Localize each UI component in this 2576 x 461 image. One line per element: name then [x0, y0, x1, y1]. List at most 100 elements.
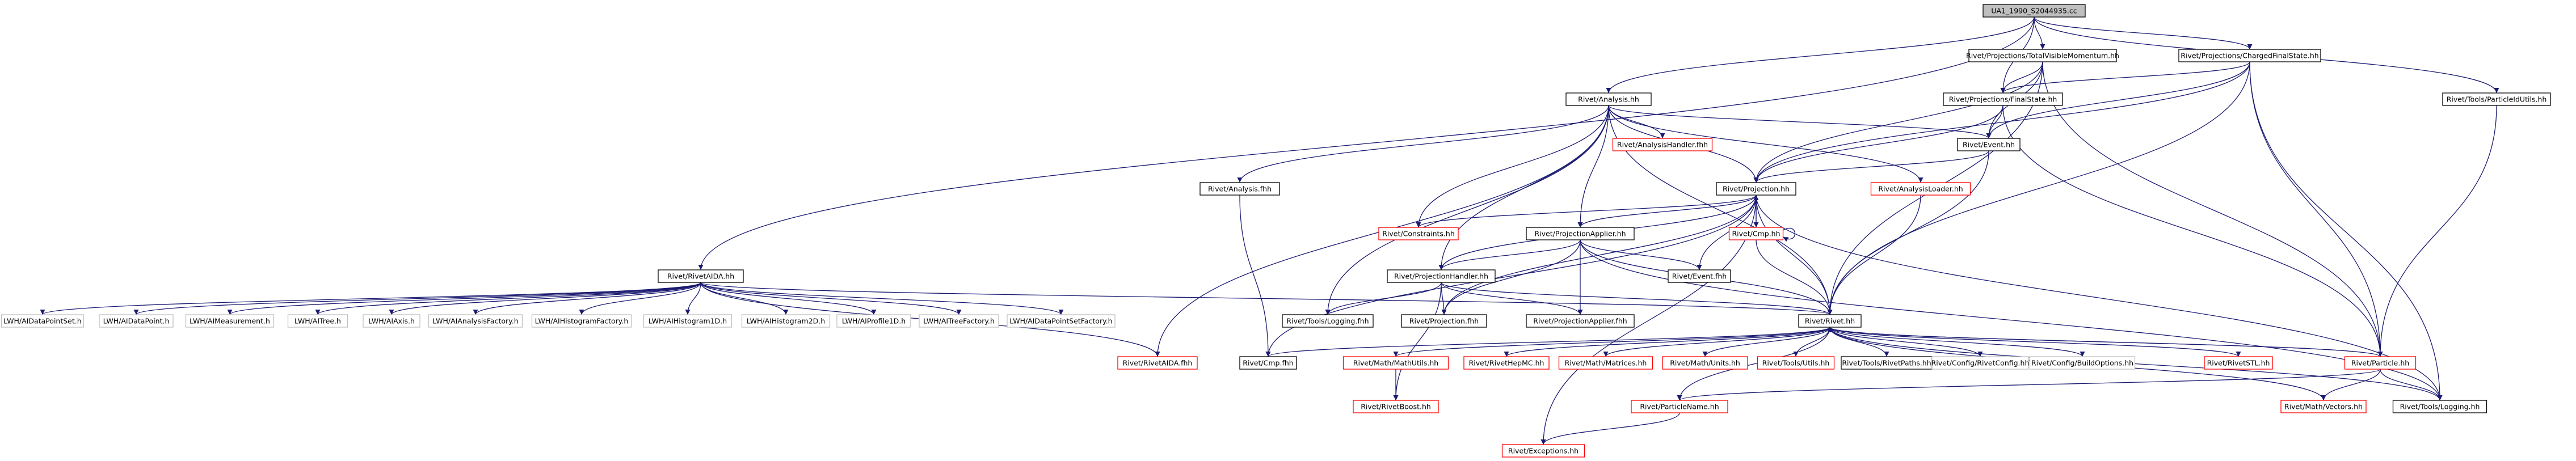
node-box [1757, 356, 1835, 370]
node-label: Rivet/Exceptions.hh [1508, 447, 1579, 455]
node-projfhh[interactable]: Rivet/Projection.fhh [1401, 314, 1487, 328]
node-hepmc[interactable]: Rivet/RivetHepMC.hh [1463, 356, 1550, 370]
edge-cfs-to-event [1986, 61, 2250, 139]
node-ahandler[interactable]: Rivet/AnalysisHandler.fhh [1612, 138, 1713, 151]
node-label: Rivet/RivetHepMC.hh [1469, 359, 1544, 367]
edge-tvm-to-particle [2042, 61, 2383, 357]
node-logging[interactable]: Rivet/Tools/Logging.hh [2392, 400, 2487, 413]
edge-root-to-raida [698, 16, 2035, 270]
node-cmphh[interactable]: Rivet/Cmp.hh [1728, 227, 1784, 240]
edge-tvm-to-fs [2000, 61, 2043, 94]
node-lw_meas[interactable]: LWH/AIMeasurement.h [185, 314, 275, 328]
node-phandler[interactable]: Rivet/ProjectionHandler.hh [1387, 269, 1496, 283]
node-rconfig[interactable]: Rivet/Config/RivetConfig.hh [1931, 356, 2030, 370]
node-label: LWH/AITreeFactory.h [923, 317, 995, 325]
node-pname[interactable]: Rivet/ParticleName.hh [1631, 400, 1728, 413]
node-constraints[interactable]: Rivet/Constraints.hh [1378, 227, 1459, 240]
node-proj[interactable]: Rivet/Projection.hh [1716, 182, 1796, 196]
edge-tvm-to-proj [1753, 61, 2043, 183]
node-box [1, 314, 85, 328]
node-exceptions[interactable]: Rivet/Exceptions.hh [1501, 444, 1585, 458]
node-pidutils[interactable]: Rivet/Tools/ParticleIdUtils.hh [2442, 92, 2551, 106]
node-label: Rivet/Tools/ParticleIdUtils.hh [2447, 95, 2547, 104]
edge-analysis-to-afhh [1237, 105, 1609, 183]
node-tvm[interactable]: Rivet/Projections/TotalVisibleMomentum.h… [1966, 49, 2119, 62]
node-vectors[interactable]: Rivet/Math/Vectors.hh [2280, 400, 2367, 413]
node-lw_dpsf[interactable]: LWH/AIDataPointSetFactory.h [1007, 314, 1116, 328]
edge-proj-to-logging [1756, 194, 2443, 401]
edge-proj-to-exceptions [1540, 194, 1757, 445]
node-event[interactable]: Rivet/Event.hh [1957, 138, 2021, 151]
node-lw_h2[interactable]: LWH/AIHistogram2D.h [741, 314, 831, 328]
node-aloader[interactable]: Rivet/AnalysisLoader.hh [1870, 182, 1971, 196]
node-particle[interactable]: Rivet/Particle.hh [2344, 356, 2417, 370]
edge-root-to-tvm [2034, 16, 2045, 50]
node-raidafhh[interactable]: Rivet/RivetAIDA.fhh [1117, 356, 1198, 370]
node-raida[interactable]: Rivet/RivetAIDA.hh [658, 269, 744, 283]
node-label: Rivet/Particle.hh [2351, 359, 2409, 367]
node-lw_p1[interactable]: LWH/AIProfile1D.h [836, 314, 911, 328]
node-eventfhh[interactable]: Rivet/Event.fhh [1668, 269, 1731, 283]
node-papplier[interactable]: Rivet/ProjectionApplier.hh [1526, 227, 1635, 240]
node-lw_tree[interactable]: LWH/AITree.h [287, 314, 348, 328]
edge-fs-to-event [1986, 105, 2003, 139]
node-lw_h1[interactable]: LWH/AIHistogram1D.h [643, 314, 733, 328]
node-utils[interactable]: Rivet/Tools/Utils.hh [1757, 356, 1835, 370]
node-box [1716, 182, 1796, 196]
node-box [1943, 92, 2063, 106]
node-mathutils[interactable]: Rivet/Math/MathUtils.hh [1342, 356, 1449, 370]
node-lw_dp[interactable]: LWH/AIDataPoint.h [99, 314, 174, 328]
edge-analysis-to-papplier [1577, 105, 1609, 228]
edge-raida-to-lw_p1 [700, 282, 877, 315]
edge-raida-to-rivethh [700, 282, 1832, 315]
node-cmpfhh[interactable]: Rivet/Cmp.fhh [1239, 356, 1297, 370]
node-label: Rivet/Math/MathUtils.hh [1353, 359, 1438, 367]
node-analysis[interactable]: Rivet/Analysis.hh [1565, 92, 1652, 106]
node-box [428, 314, 523, 328]
node-label: LWH/AIHistogram1D.h [649, 317, 727, 325]
node-lw_axis[interactable]: LWH/AIAxis.h [363, 314, 420, 328]
node-lw_tf[interactable]: LWH/AITreeFactory.h [919, 314, 999, 328]
node-root[interactable]: UA1_1990_S2044935.cc [1982, 4, 2086, 18]
node-lw_dps[interactable]: LWH/AIDataPointSet.h [1, 314, 85, 328]
edge-rivethh-to-mathutils [1393, 327, 1830, 357]
node-box [1631, 400, 1728, 413]
node-label: LWH/AIMeasurement.h [190, 317, 270, 325]
node-afhh[interactable]: Rivet/Analysis.fhh [1199, 182, 1280, 196]
node-rboost[interactable]: Rivet/RivetBoost.hh [1353, 400, 1439, 413]
node-fs[interactable]: Rivet/Projections/FinalState.hh [1943, 92, 2063, 106]
node-label: Rivet/Constraints.hh [1382, 230, 1455, 238]
node-cfs[interactable]: Rivet/Projections/ChargedFinalState.hh [2178, 49, 2321, 62]
node-lw_af[interactable]: LWH/AIAnalysisFactory.h [428, 314, 523, 328]
edge-raida-to-lw_dpsf [700, 282, 1064, 315]
node-paths[interactable]: Rivet/Tools/RivetPaths.hh [1841, 356, 1933, 370]
edge-rivethh-to-pname [1677, 327, 1830, 401]
node-pappfhh[interactable]: Rivet/ProjectionApplier.fhh [1526, 314, 1635, 328]
node-box [185, 314, 275, 328]
edge-particle-to-pname [1677, 369, 2381, 401]
node-box [1282, 314, 1374, 328]
node-rstl[interactable]: Rivet/RivetSTL.hh [2204, 356, 2273, 370]
node-box [531, 314, 632, 328]
node-lw_hf[interactable]: LWH/AIHistogramFactory.h [531, 314, 632, 328]
node-units[interactable]: Rivet/Math/Units.hh [1662, 356, 1748, 370]
node-box [1501, 444, 1585, 458]
node-label: Rivet/Event.hh [1963, 141, 2015, 149]
node-box [1968, 49, 2117, 62]
edge-cfs-to-proj [1753, 61, 2250, 183]
edge-root-to-cfs [2034, 16, 2253, 50]
node-box [1931, 356, 2029, 370]
node-box [1239, 356, 1297, 370]
node-matrices[interactable]: Rivet/Math/Matrices.hh [1558, 356, 1653, 370]
node-logfhh[interactable]: Rivet/Tools/Logging.fhh [1282, 314, 1374, 328]
node-label: Rivet/ProjectionApplier.fhh [1533, 317, 1627, 325]
node-label: Rivet/Analysis.hh [1578, 95, 1639, 104]
node-rivethh[interactable]: Rivet/Rivet.hh [1798, 314, 1862, 328]
edge-proj-to-rivethh [1756, 194, 1833, 315]
node-boptions[interactable]: Rivet/Config/BuildOptions.hh [2029, 356, 2136, 370]
edge-raida-to-lw_af [473, 282, 701, 315]
node-label: Rivet/Projections/FinalState.hh [1949, 95, 2057, 104]
node-box [2029, 356, 2136, 370]
node-box [1668, 269, 1731, 283]
